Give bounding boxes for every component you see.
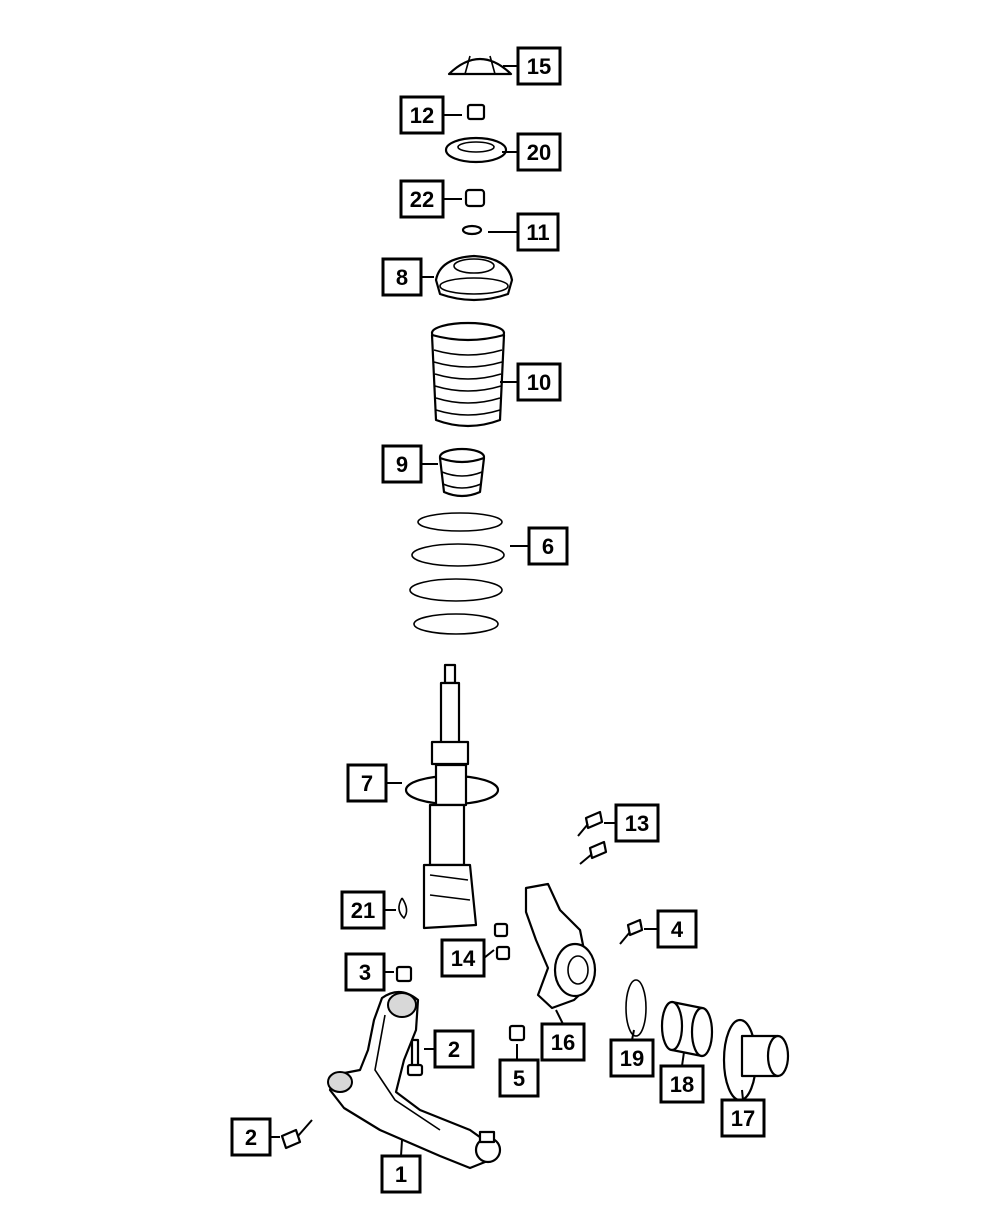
- callout-1-label: 1: [395, 1162, 407, 1187]
- callout-10[interactable]: 10: [516, 362, 562, 402]
- callout-17-label: 17: [731, 1106, 755, 1131]
- callout-21[interactable]: 21: [340, 890, 386, 930]
- callout-16[interactable]: 16: [540, 1022, 586, 1062]
- part-11-washer: [461, 224, 483, 236]
- leader-lines: [270, 65, 744, 1157]
- callout-19[interactable]: 19: [609, 1038, 655, 1078]
- callout-20-label: 20: [527, 140, 551, 165]
- part-10-dust-boot: [430, 321, 506, 428]
- callout-11-label: 11: [526, 220, 549, 245]
- callout-19-label: 19: [620, 1046, 644, 1071]
- callout-18-label: 18: [670, 1072, 694, 1097]
- callout-13-label: 13: [625, 811, 649, 836]
- callout-12-label: 12: [410, 103, 434, 128]
- callout-13[interactable]: 13: [614, 803, 660, 843]
- callout-22[interactable]: 22: [399, 179, 445, 219]
- callout-21-label: 21: [351, 898, 375, 923]
- part-19-snap-ring: [625, 979, 647, 1037]
- part-18-wheel-bearing: [660, 1000, 714, 1058]
- callout-2-lower-label: 2: [245, 1125, 257, 1150]
- part-2-bolt-vertical: [406, 1038, 424, 1077]
- callout-14[interactable]: 14: [440, 938, 486, 978]
- part-3-nut: [395, 965, 413, 983]
- callout-3-label: 3: [359, 960, 371, 985]
- part-14-nuts: [493, 922, 511, 961]
- callout-5-label: 5: [513, 1066, 525, 1091]
- callout-4-label: 4: [671, 917, 684, 942]
- callout-11[interactable]: 11: [516, 212, 560, 252]
- part-13-bolts: [577, 810, 608, 865]
- part-2-bolt-horizontal: [280, 1119, 313, 1150]
- part-21-clip: [398, 897, 408, 920]
- part-6-coil-spring: [409, 512, 505, 635]
- callout-16-label: 16: [551, 1030, 575, 1055]
- callout-22-label: 22: [410, 187, 434, 212]
- callout-8[interactable]: 8: [381, 257, 423, 297]
- part-1-control-arm: [327, 990, 502, 1170]
- part-4-bolt: [619, 918, 644, 945]
- callout-6[interactable]: 6: [527, 526, 569, 566]
- callout-9-label: 9: [396, 452, 408, 477]
- callout-15-label: 15: [527, 54, 551, 79]
- part-9-jounce-bumper: [438, 447, 486, 498]
- part-22-nut: [464, 188, 486, 208]
- callout-4[interactable]: 4: [656, 909, 698, 949]
- callout-12[interactable]: 12: [399, 95, 445, 135]
- part-16-knuckle: [524, 882, 597, 1010]
- callout-15[interactable]: 15: [516, 46, 562, 86]
- part-15-dust-cap: [447, 55, 513, 76]
- callout-2-upper[interactable]: 2: [433, 1029, 475, 1069]
- callout-2-upper-label: 2: [448, 1037, 460, 1062]
- callout-9[interactable]: 9: [381, 444, 423, 484]
- callout-8-label: 8: [396, 265, 408, 290]
- callout-3[interactable]: 3: [344, 952, 386, 992]
- part-17-hub: [722, 1018, 790, 1102]
- part-7-strut: [404, 663, 500, 930]
- part-20-bearing: [444, 136, 508, 164]
- callout-14-label: 14: [451, 946, 476, 971]
- part-12-nut: [466, 103, 486, 121]
- callout-5[interactable]: 5: [498, 1058, 540, 1098]
- callout-7[interactable]: 7: [346, 763, 388, 803]
- callout-17[interactable]: 17: [720, 1098, 766, 1138]
- callout-1[interactable]: 1: [380, 1154, 422, 1194]
- callout-2-lower[interactable]: 2: [230, 1117, 272, 1157]
- callout-18[interactable]: 18: [659, 1064, 705, 1104]
- callout-20[interactable]: 20: [516, 132, 562, 172]
- callout-6-label: 6: [542, 534, 554, 559]
- part-8-strut-mount: [434, 254, 514, 302]
- callout-10-label: 10: [527, 370, 551, 395]
- part-5-nut: [508, 1024, 526, 1042]
- callout-7-label: 7: [361, 771, 373, 796]
